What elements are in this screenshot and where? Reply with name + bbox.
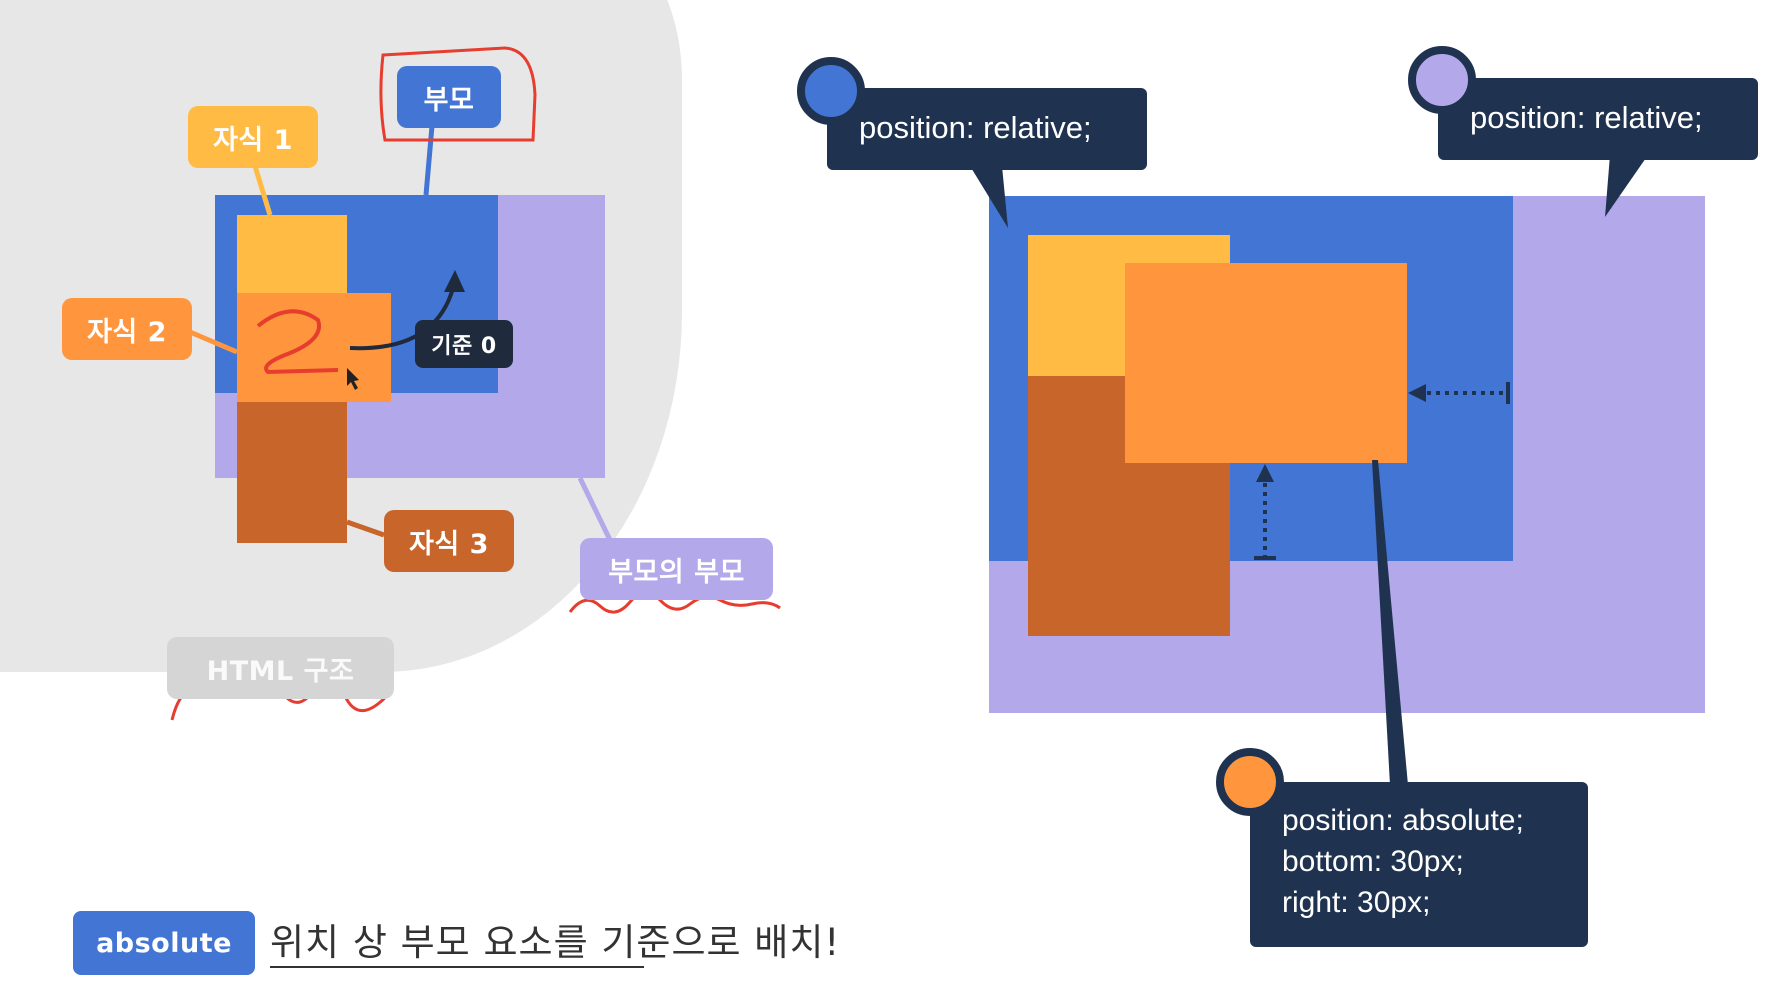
grandparent-css-callout: position: relative; xyxy=(1438,78,1758,160)
left-child3-box xyxy=(237,400,347,543)
child3-label: 자식 3 xyxy=(384,510,514,572)
parent-css-callout: position: relative; xyxy=(827,88,1147,170)
grandparent-color-dot xyxy=(1408,46,1476,114)
left-child1-box xyxy=(237,215,347,295)
child-css-callout: position: absolute; bottom: 30px; right:… xyxy=(1250,782,1588,947)
child-color-dot xyxy=(1216,748,1284,816)
parent-label: 부모 xyxy=(397,66,501,128)
red-underline-grandparent xyxy=(568,591,781,614)
footer-underline xyxy=(270,966,644,968)
child1-label: 자식 1 xyxy=(188,106,318,168)
grandparent-label: 부모의 부모 xyxy=(580,538,773,600)
absolute-badge: absolute xyxy=(73,911,255,975)
origin-label: 기준 0 xyxy=(415,320,513,368)
red-highlight-circle xyxy=(379,46,537,142)
red-handwritten-two xyxy=(256,309,339,375)
footer-caption: 위치 상 부모 요소를 기준으로 배치! xyxy=(270,921,841,964)
html-structure-label: HTML 구조 xyxy=(167,637,394,699)
parent-color-dot xyxy=(797,57,865,125)
mouse-cursor-icon xyxy=(347,368,359,390)
right-child2-box xyxy=(1125,263,1407,463)
child-css-line-3: right: 30px; xyxy=(1282,886,1431,919)
parent-css-text: position: relative; xyxy=(859,110,1092,145)
grandparent-css-text: position: relative; xyxy=(1470,100,1703,135)
child-css-line-2: bottom: 30px; xyxy=(1282,845,1464,878)
child-css-line-1: position: absolute; xyxy=(1282,804,1524,837)
child2-label: 자식 2 xyxy=(62,298,192,360)
